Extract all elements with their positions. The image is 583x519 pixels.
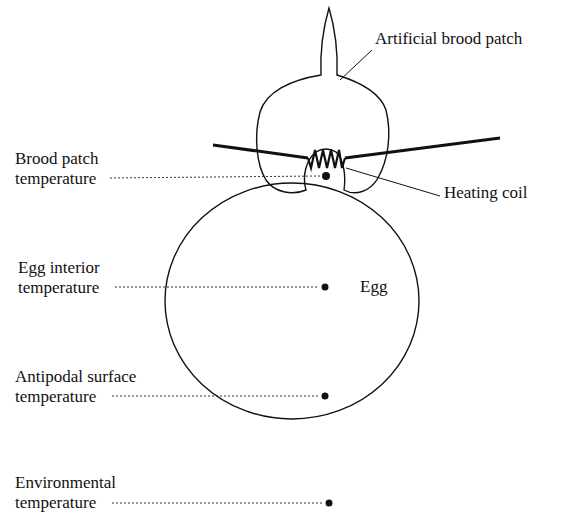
heating-wire [345,138,500,158]
leader-line [115,287,319,288]
sensor-dot [322,172,330,180]
measurement-label: Environmental temperature [15,473,145,513]
leader-line [112,503,323,504]
sensor-dot [322,284,329,291]
heating-coil [308,150,345,168]
measurement-label: Egg interior temperature [18,258,128,298]
sensor-dot [322,393,329,400]
brood-patch-outline [257,8,389,193]
egg-outline [164,182,420,420]
heating-wire [213,145,308,158]
leader-line [340,50,372,80]
part-label: Artificial brood patch [375,29,575,49]
leader-line [110,176,320,178]
part-label: Heating coil [444,183,574,203]
egg-label: Egg [360,277,387,297]
egg-shape: Egg [164,182,420,420]
measurement-label: Antipodal surface temperature [15,367,175,407]
leader-line [346,168,440,196]
measurement-label: Brood patch temperature [15,149,130,189]
sensor-dot [326,500,333,507]
